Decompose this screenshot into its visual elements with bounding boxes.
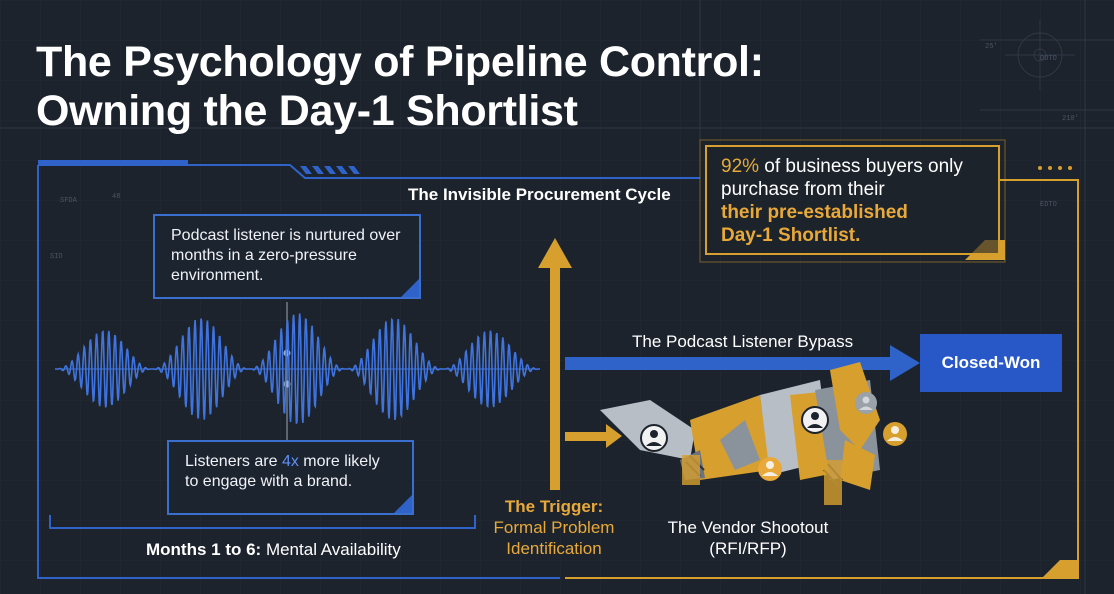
- vendor-label-line-1: The Vendor Shootout: [667, 518, 829, 537]
- deco-label: 48: [112, 193, 120, 201]
- avatar-icon: [801, 406, 829, 434]
- stat-text-line-1: of business buyers only: [759, 156, 963, 177]
- page-title: The Psychology of Pipeline Control: Owni…: [36, 38, 936, 136]
- title-line-1: The Psychology of Pipeline Control:: [36, 38, 764, 86]
- months-label-bold: Months 1 to 6:: [146, 540, 262, 559]
- trigger-label: The Trigger: Formal Problem Identificati…: [470, 496, 638, 559]
- callout-engagement-post: more likely to engage with a brand.: [185, 453, 380, 490]
- stat-box: 92% of business buyers only purchase fro…: [705, 145, 1000, 255]
- avatar-icon: [640, 424, 668, 452]
- vendor-label-line-2: (RFI/RFP): [709, 539, 787, 558]
- stat-text-line-2: purchase from their: [721, 179, 885, 200]
- cycle-label: The Invisible Procurement Cycle: [408, 185, 671, 204]
- shootout-entry-arrow: [565, 424, 622, 448]
- stat-highlight-line-2: Day-1 Shortlist.: [721, 225, 861, 246]
- trigger-arrow: [538, 238, 572, 490]
- months-label: Months 1 to 6: Mental Availability: [146, 540, 401, 560]
- vendor-shootout-funnel: [600, 362, 880, 505]
- avatar-icon: [883, 422, 907, 446]
- audio-waveform: [55, 313, 540, 424]
- stat-percent: 92%: [721, 156, 760, 177]
- deco-label: EDTO: [1040, 201, 1057, 209]
- avatar-icon: [855, 392, 877, 414]
- callout-nurture-text: Podcast listener is nurtured over months…: [171, 227, 401, 284]
- closed-won-badge: Closed-Won: [920, 334, 1062, 392]
- waveform-line: [55, 313, 540, 424]
- bypass-label: The Podcast Listener Bypass: [632, 332, 854, 351]
- deco-label: 25': [985, 43, 998, 51]
- callout-engagement-pre: Listeners are: [185, 453, 282, 470]
- months-label-rest: Mental Availability: [261, 540, 401, 559]
- deco-label: DOTO: [1040, 55, 1057, 63]
- bypass-arrow: [565, 345, 920, 381]
- trigger-label-line-1: Formal Problem: [493, 518, 615, 537]
- callout-corner: [401, 279, 419, 297]
- stat-highlight-line-1: their pre-established: [721, 202, 908, 223]
- callout-nurture: Podcast listener is nurtured over months…: [153, 214, 421, 299]
- avatar-icon: [758, 457, 782, 481]
- callout-engagement-highlight: 4x: [281, 453, 299, 470]
- deco-label: SIO: [50, 253, 63, 261]
- trigger-label-bold: The Trigger:: [504, 497, 604, 516]
- blue-frame: [37, 160, 700, 579]
- callout-engagement: Listeners are 4x more likely to engage w…: [167, 440, 414, 515]
- trigger-label-line-2: Identification: [506, 539, 602, 558]
- deco-label: 210': [1062, 115, 1079, 123]
- callout-corner: [394, 495, 412, 513]
- vendor-label: The Vendor Shootout (RFI/RFP): [648, 517, 848, 559]
- deco-label: SFDA: [60, 197, 78, 205]
- title-line-2: Owning the Day-1 Shortlist: [36, 87, 578, 135]
